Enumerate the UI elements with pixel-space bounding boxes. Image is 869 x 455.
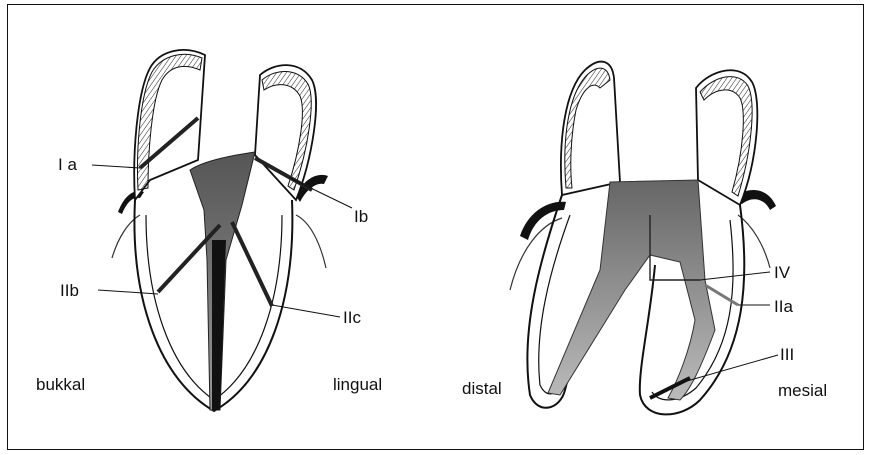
left-gum-line-lingual <box>296 215 326 268</box>
label-bukkal: bukkal <box>36 375 85 394</box>
label-iv: IV <box>774 263 791 282</box>
right-bone-crest-distal <box>520 202 566 240</box>
label-iii: III <box>780 345 794 364</box>
label-iib: IIb <box>60 281 79 300</box>
right-pulp <box>548 180 715 400</box>
right-tooth <box>510 62 778 415</box>
label-iia: IIa <box>774 297 793 316</box>
label-lingual: lingual <box>333 375 382 394</box>
label-ib: Ib <box>354 207 368 226</box>
label-ia: I a <box>58 155 77 174</box>
left-tooth <box>92 50 352 411</box>
leader-ia <box>92 165 140 168</box>
label-distal: distal <box>462 379 502 398</box>
label-iic: IIc <box>343 308 361 327</box>
right-gum-line-distal <box>510 218 562 290</box>
label-mesial: mesial <box>778 381 827 400</box>
leader-iib <box>98 290 158 294</box>
leader-iv <box>700 272 770 280</box>
fracture-line-iic <box>232 222 272 306</box>
